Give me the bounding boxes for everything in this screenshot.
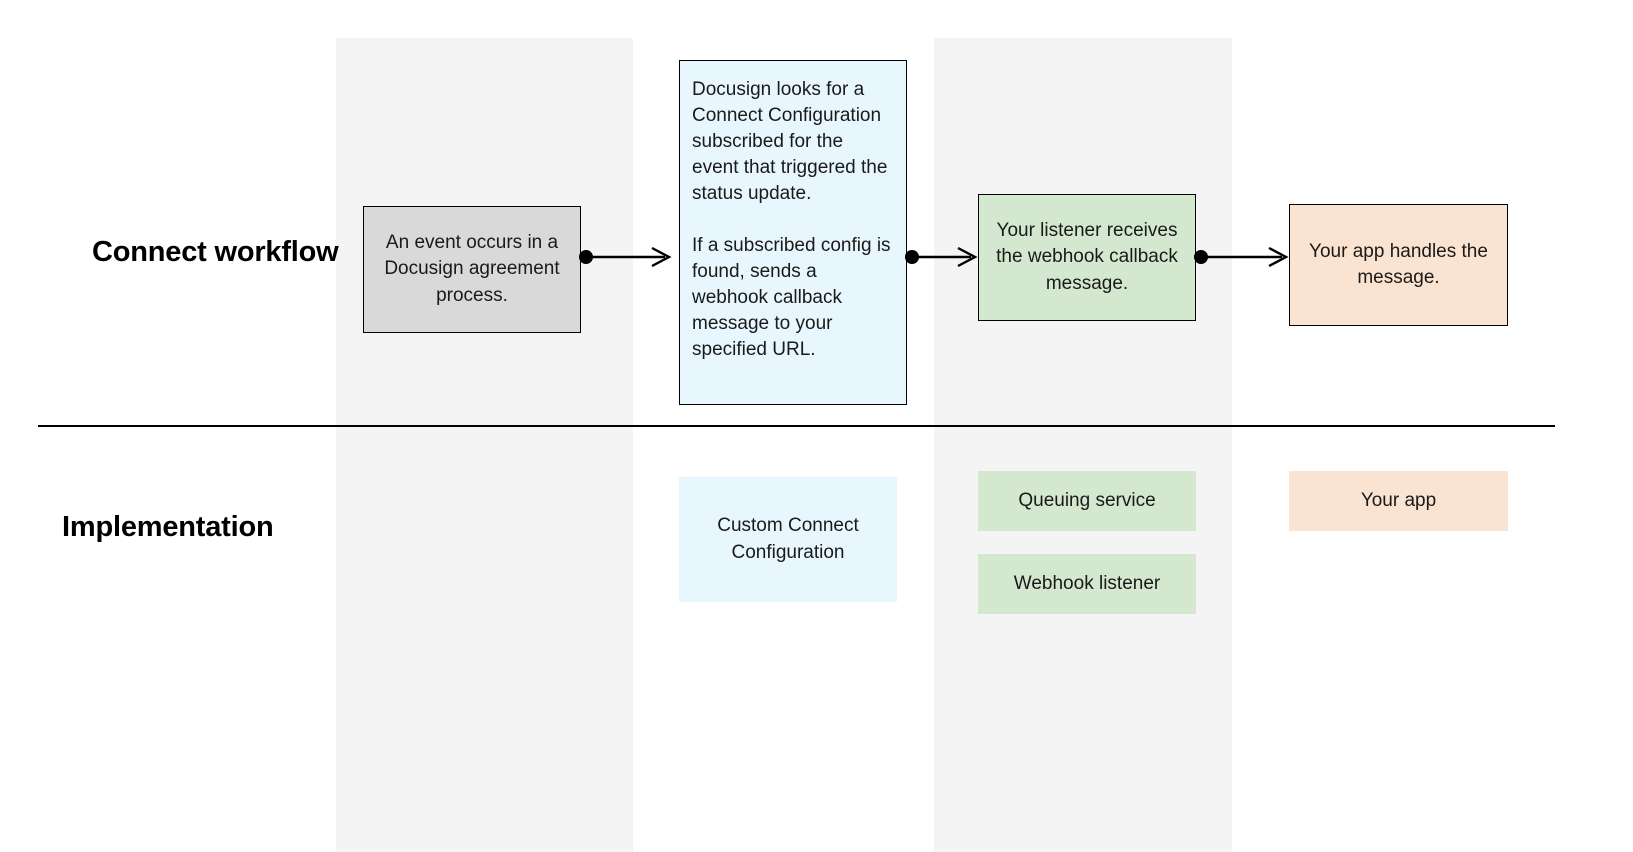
column-band-2 — [934, 38, 1232, 852]
node-docusign-looks-for-config-label: Docusign looks for a Connect Configurati… — [692, 79, 891, 361]
node-app-handles-message-label: Your app handles the message. — [1309, 240, 1488, 288]
node-event-occurs[interactable]: An event occurs in a Docusign agreement … — [363, 206, 581, 333]
node-event-occurs-label: An event occurs in a Docusign agreement … — [384, 232, 560, 306]
node-webhook-listener-label: Webhook listener — [1013, 572, 1161, 594]
node-your-app[interactable]: Your app — [1289, 471, 1508, 531]
node-queuing-service[interactable]: Queuing service — [978, 471, 1196, 531]
node-custom-connect-configuration-label: Custom Connect Configuration — [717, 515, 859, 563]
lane-divider — [38, 425, 1555, 427]
node-listener-receives-label: Your listener receives the webhook callb… — [996, 220, 1178, 294]
column-band-1 — [336, 38, 633, 852]
lane-title-connect-workflow: Connect workflow — [92, 236, 339, 268]
node-app-handles-message[interactable]: Your app handles the message. — [1289, 204, 1508, 326]
arrow-event-to-config — [579, 245, 675, 269]
node-listener-receives[interactable]: Your listener receives the webhook callb… — [978, 194, 1196, 321]
node-webhook-listener[interactable]: Webhook listener — [978, 554, 1196, 614]
node-custom-connect-configuration[interactable]: Custom Connect Configuration — [679, 477, 897, 602]
node-queuing-service-label: Queuing service — [1018, 489, 1156, 511]
node-docusign-looks-for-config[interactable]: Docusign looks for a Connect Configurati… — [679, 60, 907, 405]
lane-title-implementation: Implementation — [62, 511, 274, 543]
node-your-app-label: Your app — [1360, 489, 1437, 511]
arrow-listener-to-app — [1194, 245, 1292, 269]
arrow-config-to-listener — [905, 245, 981, 269]
